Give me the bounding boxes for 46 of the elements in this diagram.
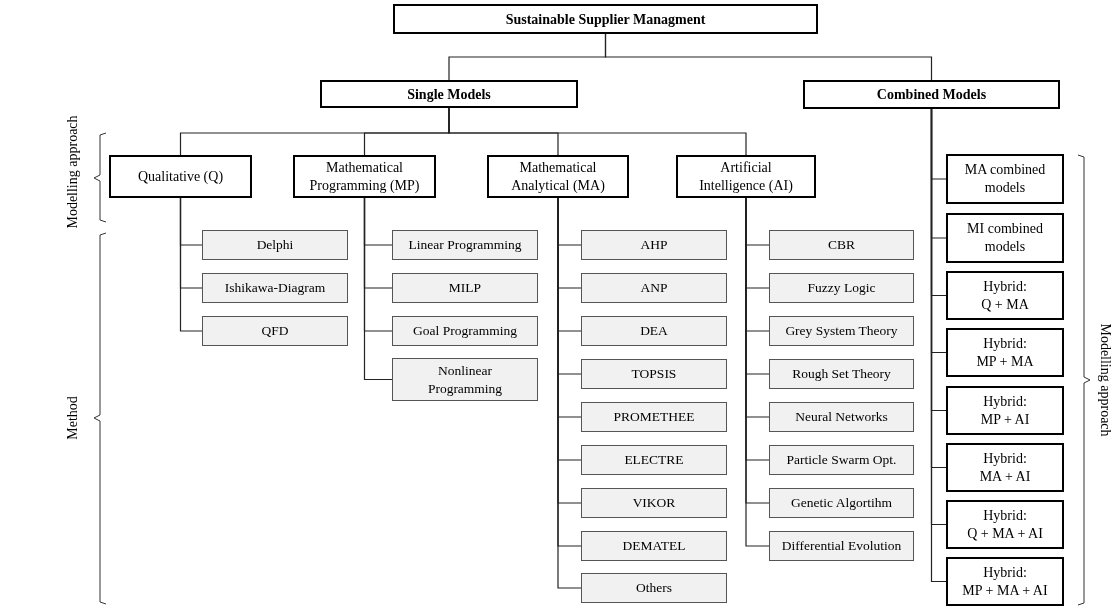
method-box: AHP	[581, 230, 727, 260]
category-box: Artificial Intelligence (AI)	[676, 155, 816, 198]
category-box: Sustainable Supplier Managment	[393, 4, 818, 34]
method-box: Ishikawa-Diagram	[202, 273, 348, 303]
category-box: MI combined models	[946, 213, 1064, 263]
method-box: Rough Set Theory	[769, 359, 914, 389]
method-box: Neural Networks	[769, 402, 914, 432]
category-box: Qualitative (Q)	[109, 155, 252, 198]
category-box: Hybrid: Q + MA	[946, 271, 1064, 320]
connector-line	[179, 197, 203, 332]
category-box: Hybrid: MP + AI	[946, 386, 1064, 435]
connector-line	[448, 107, 747, 156]
method-box: Goal Programming	[392, 316, 538, 346]
method-box: Others	[581, 573, 727, 603]
method-box: Linear Programming	[392, 230, 538, 260]
category-box: Combined Models	[803, 80, 1060, 109]
method-box: DEA	[581, 316, 727, 346]
method-box: Particle Swarm Opt.	[769, 445, 914, 475]
axis-label: Modelling approach	[1096, 323, 1114, 437]
method-box: Differential Evolution	[769, 531, 914, 561]
category-box: Single Models	[320, 80, 578, 108]
method-box: MILP	[392, 273, 538, 303]
method-box: Delphi	[202, 230, 348, 260]
connector-line	[604, 33, 933, 81]
category-box: Hybrid: MA + AI	[946, 443, 1064, 492]
category-box: MA combined models	[946, 154, 1064, 204]
category-box: Hybrid: MP + MA + AI	[946, 557, 1064, 606]
category-box: Hybrid: Q + MA + AI	[946, 500, 1064, 549]
axis-label: Method	[63, 396, 81, 440]
method-box: ANP	[581, 273, 727, 303]
method-box: CBR	[769, 230, 914, 260]
method-box: QFD	[202, 316, 348, 346]
method-box: Fuzzy Logic	[769, 273, 914, 303]
method-box: VIKOR	[581, 488, 727, 518]
method-box: PROMETHEE	[581, 402, 727, 432]
category-box: Hybrid: MP + MA	[946, 328, 1064, 377]
category-box: Mathematical Programming (MP)	[293, 155, 436, 198]
connector-line	[363, 197, 393, 381]
method-box: ELECTRE	[581, 445, 727, 475]
method-box: Grey System Theory	[769, 316, 914, 346]
method-box: DEMATEL	[581, 531, 727, 561]
axis-label: Modelling approach	[63, 115, 81, 229]
method-box: Nonlinear Programming	[392, 358, 538, 401]
category-box: Mathematical Analytical (MA)	[487, 155, 629, 198]
method-box: TOPSIS	[581, 359, 727, 389]
method-box: Genetic Algortihm	[769, 488, 914, 518]
